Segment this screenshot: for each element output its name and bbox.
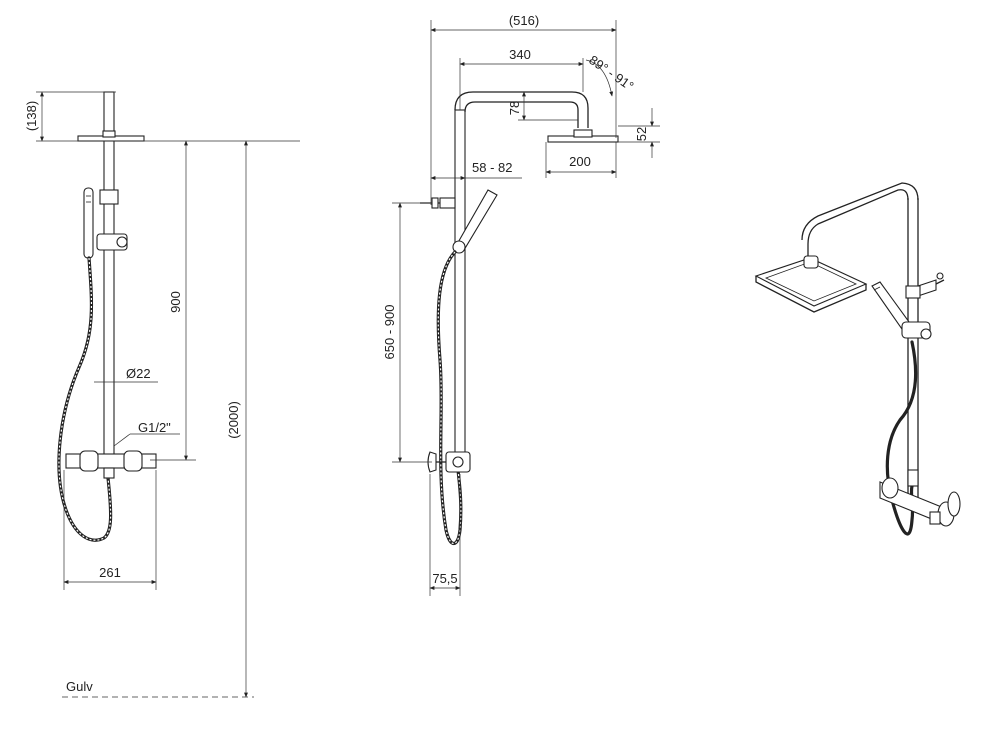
- side-arm-label: 340: [509, 47, 531, 62]
- floor-label: Gulv: [66, 679, 93, 694]
- front-view: (138) 900 (2000) Ø22 G1/2" 261 Gulv: [24, 91, 300, 698]
- side-drop-label: 78: [507, 101, 522, 115]
- front-hose: [57, 256, 113, 542]
- front-head-height-label: (138): [24, 101, 39, 131]
- front-width-label: 261: [99, 565, 121, 580]
- isometric-view: [754, 182, 961, 536]
- side-view: (516) 340 89° - 91° 78 52 200 58 - 82 65…: [382, 13, 660, 596]
- side-top-arm: [454, 91, 589, 128]
- front-hand-shower: [83, 187, 94, 259]
- front-total-label: (2000): [226, 401, 241, 439]
- side-mixer-depth-label: 75,5: [432, 571, 457, 586]
- front-diameter-label: Ø22: [126, 366, 151, 381]
- side-head-thickness-label: 52: [634, 127, 649, 141]
- side-head-width-label: 200: [569, 154, 591, 169]
- side-reach-label: (516): [509, 13, 539, 28]
- side-wall-bracket: [439, 197, 456, 209]
- side-angle-label: 89° - 91°: [586, 52, 636, 93]
- side-adjust-label: 650 - 900: [382, 305, 397, 360]
- iso-riser-pipe: [907, 198, 919, 498]
- front-riser-pipe: [103, 91, 115, 463]
- side-wall-offset-label: 58 - 82: [472, 160, 512, 175]
- front-rail-label: 900: [168, 291, 183, 313]
- iso-top-arm: [807, 189, 909, 258]
- front-thread-label: G1/2": [138, 420, 171, 435]
- side-riser-pipe: [454, 109, 466, 471]
- front-slider: [99, 189, 119, 205]
